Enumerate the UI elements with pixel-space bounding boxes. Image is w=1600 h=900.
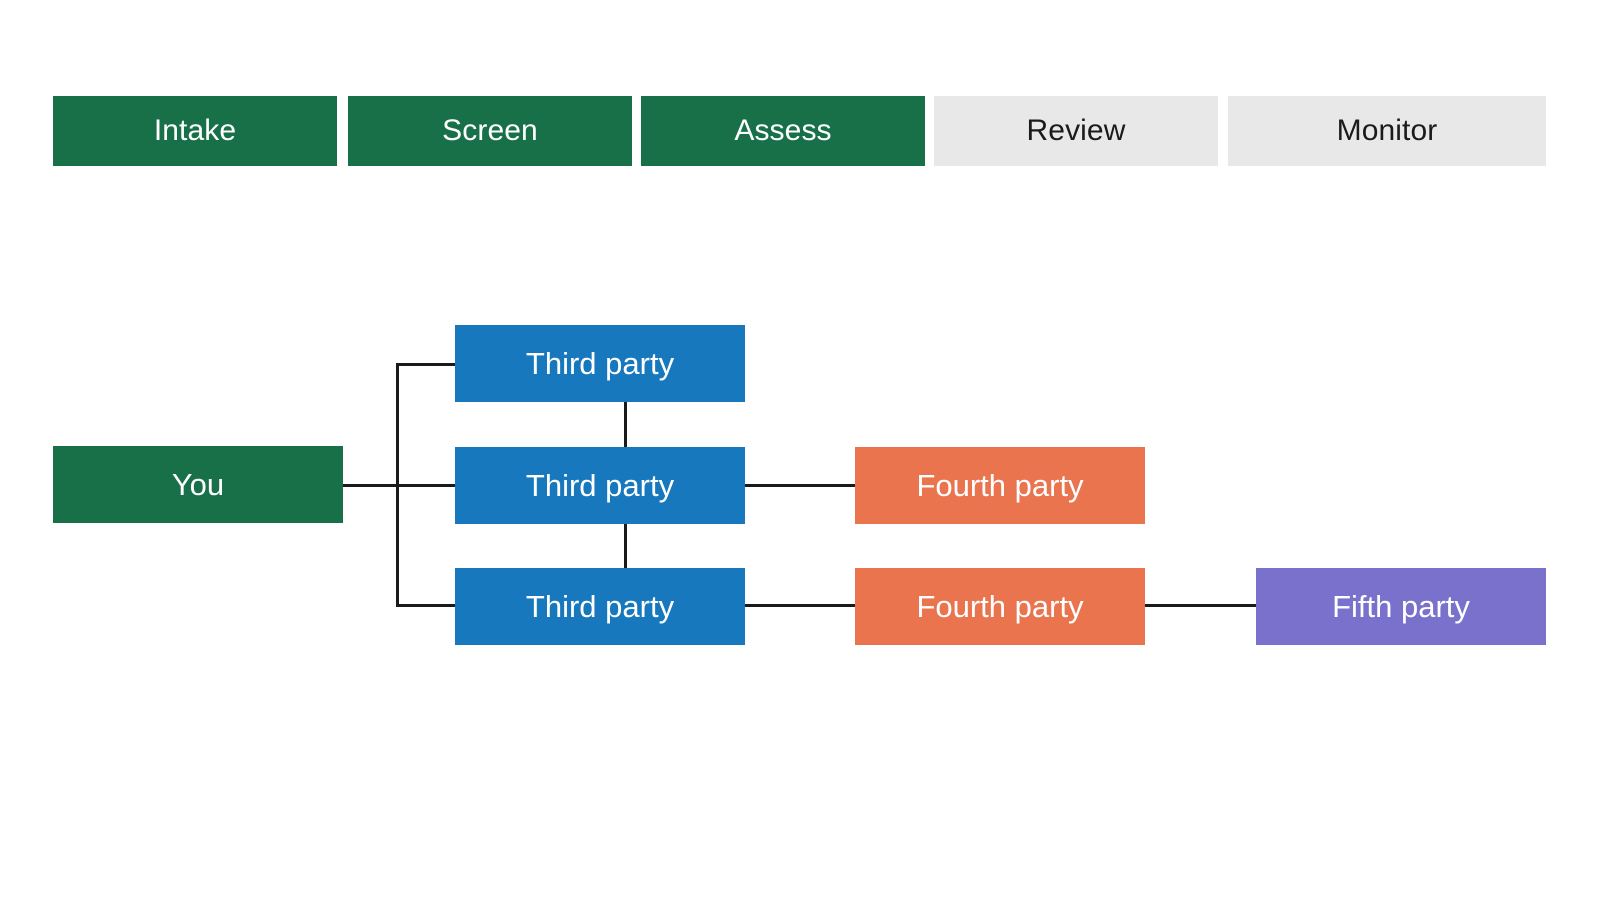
stage-tab-intake[interactable]: Intake <box>53 96 337 166</box>
edge-trunk-to-third-2 <box>396 484 457 487</box>
stage-tab-screen[interactable]: Screen <box>348 96 632 166</box>
stage-tab-label: Monitor <box>1336 114 1438 147</box>
stage-tab-label: Screen <box>442 114 538 147</box>
edge-fourth-2-to-fifth-1 <box>1144 604 1258 607</box>
node-label: Third party <box>525 468 675 503</box>
edge-trunk-to-third-1 <box>396 363 457 366</box>
stage-tab-label: Assess <box>734 114 832 147</box>
edge-third-1-to-third-2 <box>624 400 627 449</box>
node-you[interactable]: You <box>53 446 343 523</box>
node-label: Fourth party <box>916 468 1084 503</box>
edge-third-2-to-fourth-1 <box>744 484 857 487</box>
node-third-party-3[interactable]: Third party <box>455 568 745 645</box>
node-label: You <box>171 467 225 502</box>
node-label: Fifth party <box>1332 589 1470 624</box>
node-label: Fourth party <box>916 589 1084 624</box>
node-third-party-1[interactable]: Third party <box>455 325 745 402</box>
stage-tab-monitor[interactable]: Monitor <box>1228 96 1546 166</box>
edge-trunk-to-third-3 <box>396 604 457 607</box>
node-fourth-party-2[interactable]: Fourth party <box>855 568 1145 645</box>
node-third-party-2[interactable]: Third party <box>455 447 745 524</box>
edge-you-to-trunk <box>343 484 399 487</box>
stage-tab-assess[interactable]: Assess <box>641 96 925 166</box>
edge-third-3-to-fourth-2 <box>744 604 857 607</box>
node-label: Third party <box>525 346 675 381</box>
node-fourth-party-1[interactable]: Fourth party <box>855 447 1145 524</box>
stage-tab-label: Intake <box>153 114 237 147</box>
node-label: Third party <box>525 589 675 624</box>
stage-tab-label: Review <box>1026 114 1126 147</box>
node-fifth-party-1[interactable]: Fifth party <box>1256 568 1546 645</box>
edge-third-2-to-third-3 <box>624 522 627 570</box>
stage-tab-review[interactable]: Review <box>934 96 1218 166</box>
